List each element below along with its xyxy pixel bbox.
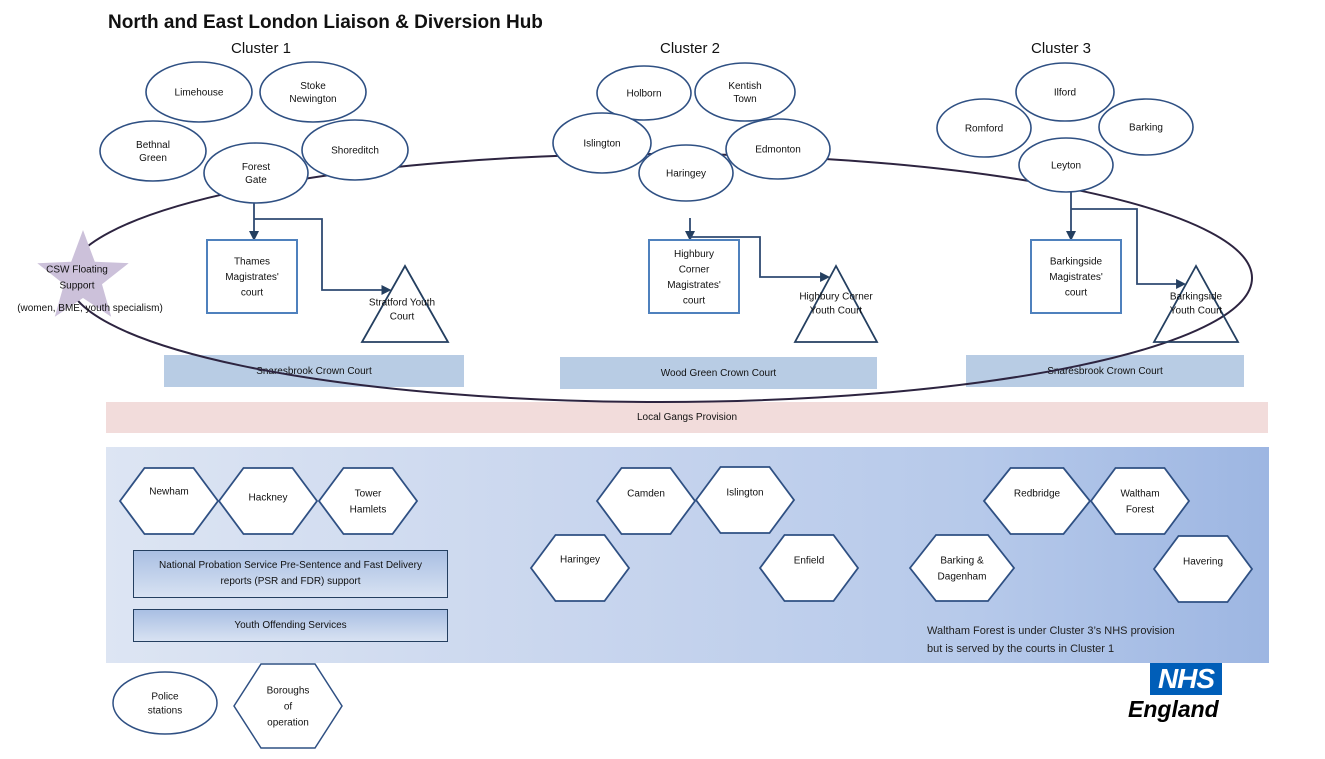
connector-to-youth-court: [1071, 208, 1187, 289]
police-station-label: Edmonton: [755, 145, 801, 156]
police-station-label: Haringey: [666, 169, 706, 180]
borough-label: Newham: [149, 487, 188, 498]
police-station-label: Barking: [1129, 123, 1163, 134]
borough-islington[interactable]: Islington: [694, 466, 796, 534]
borough-label: Barking &Dagenham: [938, 556, 987, 583]
borough-enfield[interactable]: Enfield: [758, 534, 860, 602]
page-title: North and East London Liaison & Diversio…: [108, 12, 543, 33]
borough-redbridge[interactable]: Redbridge: [982, 467, 1092, 535]
police-station-label: Ilford: [1054, 88, 1076, 99]
csw-star-icon: [37, 230, 129, 317]
crown-court-cluster-2: Wood Green Crown Court: [560, 357, 877, 389]
borough-label: Hackney: [249, 493, 288, 504]
borough-hackney[interactable]: Hackney: [217, 467, 319, 535]
borough-label: Islington: [726, 488, 763, 499]
note-line-2: but is served by the courts in Cluster 1: [927, 643, 1115, 655]
police-station-romford[interactable]: Romford: [936, 98, 1032, 158]
police-station-leyton[interactable]: Leyton: [1018, 137, 1114, 193]
local-gangs-provision: Local Gangs Provision: [106, 402, 1268, 433]
borough-havering[interactable]: Havering: [1152, 535, 1254, 603]
youth-offending-box: Youth Offending Services: [133, 609, 448, 642]
borough-camden[interactable]: Camden: [595, 467, 697, 535]
police-station-shoreditch[interactable]: Shoreditch: [301, 119, 409, 181]
csw-specialism-label: (women, BME, youth specialism): [17, 303, 163, 314]
police-station-limehouse[interactable]: Limehouse: [145, 61, 253, 123]
nhs-england-text: England: [1128, 696, 1219, 722]
police-station-label: Limehouse: [175, 88, 224, 99]
nhs-mark: NHS: [1150, 663, 1222, 695]
probation-service-box: National Probation Service Pre-Sentence …: [133, 550, 448, 598]
police-station-holborn[interactable]: Holborn: [596, 65, 692, 121]
cluster-1-label: Cluster 1: [230, 40, 292, 57]
connector-to-youth-court: [690, 236, 831, 282]
borough-label: Haringey: [560, 555, 600, 566]
police-station-barking[interactable]: Barking: [1098, 98, 1194, 156]
police-station-edmonton[interactable]: Edmonton: [725, 118, 831, 180]
police-station-ilford[interactable]: Ilford: [1015, 62, 1115, 122]
police-station-label: Islington: [583, 139, 620, 150]
connector-to-youth-court: [254, 218, 392, 295]
borough-label: Havering: [1183, 557, 1223, 568]
waltham-forest-note: Waltham Forest is under Cluster 3’s NHS …: [927, 622, 1175, 658]
borough-label: Redbridge: [1014, 489, 1061, 500]
borough-label: Camden: [627, 489, 665, 500]
police-station-haringey[interactable]: Haringey: [638, 144, 734, 202]
police-station-label: Shoreditch: [331, 146, 379, 157]
note-line-1: Waltham Forest is under Cluster 3’s NHS …: [927, 625, 1175, 637]
borough-barking-dagenham[interactable]: Barking &Dagenham: [908, 534, 1016, 602]
police-station-label: Leyton: [1051, 161, 1081, 172]
borough-haringey[interactable]: Haringey: [529, 534, 631, 602]
borough-newham[interactable]: Newham: [118, 467, 220, 535]
police-station-label: Holborn: [626, 89, 661, 100]
police-station-label: Romford: [965, 124, 1003, 135]
police-station-islington[interactable]: Islington: [552, 112, 652, 174]
cluster-3-label: Cluster 3: [1030, 40, 1092, 57]
borough-label: Enfield: [794, 556, 825, 567]
cluster-2-label: Cluster 2: [659, 40, 721, 57]
